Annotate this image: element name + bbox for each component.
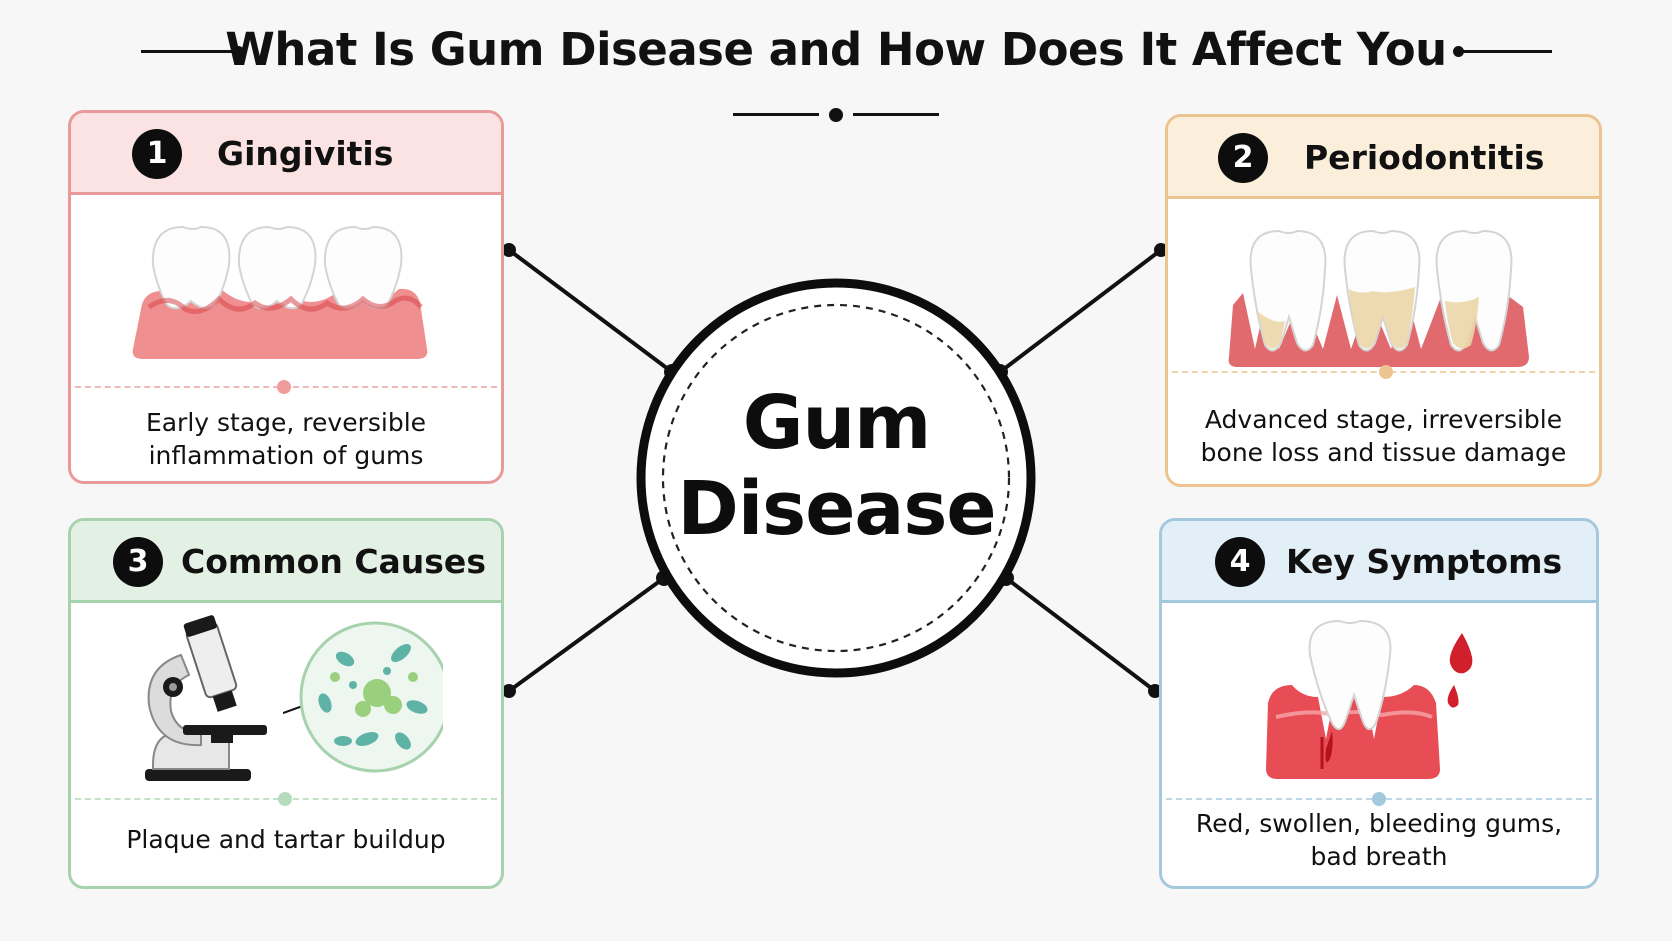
- card-title: Gingivitis: [217, 134, 394, 173]
- page-title: What Is Gum Disease and How Does It Affe…: [225, 23, 1447, 76]
- connector-periodontitis: [998, 248, 1163, 374]
- card-title: Periodontitis: [1304, 138, 1545, 177]
- step-number-badge: 1: [132, 129, 182, 179]
- card-description: Plaque and tartar buildup: [126, 825, 446, 854]
- connector-dot: [1154, 243, 1168, 257]
- subtitle-dot: [829, 108, 843, 122]
- divider-dot: [1372, 792, 1386, 806]
- card-periodontitis: 2 Periodontitis Advanced stage, irrevers…: [1165, 114, 1602, 487]
- center-circle-inner: [661, 303, 1011, 653]
- step-number-badge: 4: [1215, 537, 1265, 587]
- bleeding-tooth-icon: [1266, 619, 1473, 779]
- subtitle-rule-left: [733, 113, 819, 116]
- card-title: Key Symptoms: [1286, 542, 1563, 581]
- divider-dot: [277, 380, 291, 394]
- divider-dot: [278, 792, 292, 806]
- card-description: Early stage, reversible inflammation of …: [145, 408, 427, 470]
- connector-dot: [502, 684, 516, 698]
- teeth-gums-icon: [132, 225, 428, 359]
- connector-causes: [507, 576, 666, 693]
- connector-symptoms: [1004, 576, 1157, 693]
- connector-lines: [507, 248, 1163, 693]
- center-title: Gum Disease: [634, 380, 1039, 552]
- center-circle: [636, 278, 1036, 678]
- connector-dot: [1148, 684, 1162, 698]
- microscope-icon: [145, 615, 267, 781]
- card-header: 3 Common Causes: [71, 521, 501, 603]
- title-dot-left: [233, 46, 244, 57]
- card-header: 4 Key Symptoms: [1162, 521, 1596, 603]
- center-title-line2: Disease: [677, 466, 996, 552]
- card-common-causes: 3 Common Causes: [68, 518, 504, 889]
- card-header: 2 Periodontitis: [1168, 117, 1599, 199]
- card-header: 1 Gingivitis: [71, 113, 501, 195]
- connector-dot: [502, 243, 516, 257]
- card-description: Advanced stage, irreversible bone loss a…: [1200, 405, 1567, 467]
- step-number-badge: 2: [1218, 133, 1268, 183]
- card-description: Red, swollen, bleeding gums, bad breath: [1195, 809, 1563, 871]
- page-header: What Is Gum Disease and How Does It Affe…: [0, 18, 1672, 82]
- receding-gums-icon: [1228, 229, 1529, 367]
- card-key-symptoms: 4 Key Symptoms Red, swollen, bleeding gu…: [1159, 518, 1599, 889]
- title-rule-left: [141, 50, 237, 53]
- title-dot-right: [1453, 46, 1464, 57]
- bacteria-icon: [283, 621, 443, 773]
- step-number-badge: 3: [113, 537, 163, 587]
- card-gingivitis: 1 Gingivitis Early stage, reversible inf…: [68, 110, 504, 484]
- connector-gingivitis: [507, 248, 674, 374]
- center-title-line1: Gum: [742, 380, 932, 466]
- divider-dot: [1379, 365, 1393, 379]
- title-rule-right: [1460, 50, 1552, 53]
- subtitle-rule-right: [853, 113, 939, 116]
- card-title: Common Causes: [181, 542, 486, 581]
